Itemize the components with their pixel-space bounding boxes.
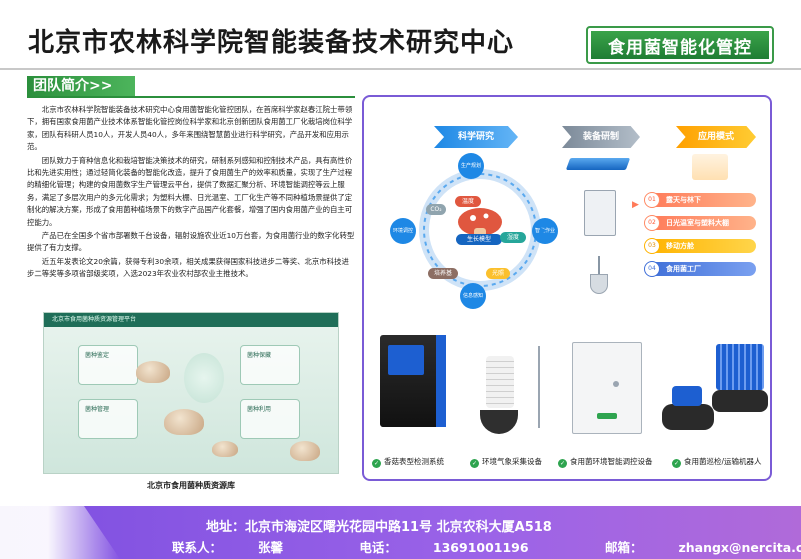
platform-caption: 北京市食用菌种质资源库 <box>147 481 235 490</box>
arrow-right-icon: ▶ <box>632 200 639 210</box>
footer-bar <box>0 506 801 559</box>
factor-light: 光照 <box>486 268 510 279</box>
mushroom-image <box>212 441 238 457</box>
application-mode: 露天与林下 <box>648 193 756 207</box>
header-divider <box>0 68 801 70</box>
factor-substrate: 培养基 <box>428 268 458 279</box>
conveyor-device-icon <box>565 158 631 170</box>
topic-tag: 食用菌智能化管控 <box>586 26 774 64</box>
intro-paragraph: 团队致力于育种信息化和栽培智能决策技术的研究，研制系列感知和控制技术产品，具有高… <box>27 155 353 227</box>
flask-image <box>184 353 224 403</box>
section-underline <box>27 96 355 98</box>
platform-card-label: 菌种管理 <box>85 406 110 413</box>
control-cabinet-image <box>572 342 642 434</box>
address-label: 地址： <box>206 520 246 535</box>
address-value: 北京市海淀区曙光花园中路11号 北京农科大厦A518 <box>245 520 552 535</box>
equipment-label: ✓食用菌环境智能调控设备 <box>558 456 653 468</box>
equipment-name: 食用菌环境智能调控设备 <box>570 457 653 466</box>
application-mode-label: 食用菌工厂 <box>666 265 701 273</box>
contact-label: 联系人： <box>172 540 223 555</box>
check-icon: ✓ <box>372 459 381 468</box>
inspection-robot-body <box>672 386 702 406</box>
application-num: 04 <box>644 261 660 277</box>
camera-dome-icon <box>590 274 608 294</box>
page-title: 北京市农林科学院智能装备技术研究中心 <box>28 28 515 58</box>
sensor-pole-icon <box>598 256 600 274</box>
node-production-plan: 生产规划 <box>458 153 484 179</box>
step-equipment: 装备研制 <box>562 126 640 148</box>
step-application: 应用模式 <box>676 126 756 148</box>
mushroom-spot-icon <box>483 213 489 219</box>
application-num: 01 <box>644 192 660 208</box>
phone-label: 电话： <box>359 540 397 555</box>
weather-station-image <box>486 356 514 408</box>
email-block: 邮箱： zhangx@nercita.org.cn <box>605 540 801 555</box>
topic-tag-label: 食用菌智能化管控 <box>591 31 769 59</box>
platform-card: 菌种保藏 <box>240 345 300 385</box>
factor-humidity: 湿度 <box>500 232 526 243</box>
application-mode-label: 移动方舱 <box>666 242 694 250</box>
node-environment-control: 环境调控 <box>390 218 416 244</box>
email-label: 邮箱： <box>604 540 643 555</box>
footer-contact: 联系人： 张馨 电话： 13691001196 邮箱： zhangx@nercita.… <box>172 537 801 556</box>
equipment-name: 香菇表型检测系统 <box>384 457 444 466</box>
control-cabinet-icon <box>584 190 616 236</box>
growth-model-label: 生长模型 <box>456 234 502 245</box>
intro-paragraph: 北京市农林科学院智能装备技术研究中心食用菌智能化管控团队，在首席科学家赵春江院士… <box>27 105 353 152</box>
platform-card: 菌种利用 <box>240 399 300 439</box>
platform-card-label: 菌种保藏 <box>247 352 272 359</box>
mushroom-image <box>136 361 170 383</box>
phone-block: 电话： 13691001196 <box>359 540 564 555</box>
application-num: 03 <box>644 238 660 254</box>
check-icon: ✓ <box>470 459 479 468</box>
platform-card: 菌种管理 <box>78 399 138 439</box>
application-mode-label: 露天与林下 <box>666 196 701 204</box>
platform-card-label: 菌种利用 <box>247 406 272 413</box>
mushroom-image <box>290 441 320 461</box>
mushroom-cap-icon <box>458 208 502 236</box>
email-value: zhangx@nercita.org.cn <box>678 540 801 555</box>
phone-value: 13691001196 <box>432 540 529 555</box>
footer-address: 地址：北京市海淀区曙光花园中路11号 北京农科大厦A518 <box>206 516 552 535</box>
platform-card-label: 菌种鉴定 <box>85 352 110 359</box>
platform-card: 菌种鉴定 <box>78 345 138 385</box>
transport-robot-image <box>716 344 764 390</box>
section-title: 团队简介>> <box>27 76 135 96</box>
check-icon: ✓ <box>672 459 681 468</box>
factor-co2: CO₂ <box>426 204 446 215</box>
equipment-name: 环境气象采集设备 <box>482 457 542 466</box>
application-mode: 食用菌工厂 <box>648 262 756 276</box>
equipment-label: ✓食用菌巡检/运输机器人 <box>672 456 762 468</box>
transport-robot-track <box>712 390 768 412</box>
application-num: 02 <box>644 215 660 231</box>
contact-value: 张馨 <box>258 540 284 555</box>
smart-agri-icon <box>692 154 728 180</box>
sensor-pole-image <box>538 346 540 428</box>
phenotype-system-image <box>380 335 446 427</box>
platform-header: 北京市食用菌种质资源管理平台 <box>44 313 338 327</box>
check-icon: ✓ <box>558 459 567 468</box>
application-mode: 移动方舱 <box>648 239 756 253</box>
equipment-label: ✓环境气象采集设备 <box>470 456 542 468</box>
inspection-robot-image <box>662 404 714 430</box>
step-research: 科学研究 <box>434 126 518 148</box>
arrow-right-icon: ▶ <box>540 226 547 236</box>
node-smart-operation: 智能作业 <box>532 218 558 244</box>
equipment-name: 食用菌巡检/运输机器人 <box>684 457 762 466</box>
mushroom-image <box>164 409 204 435</box>
platform-screenshot: 北京市食用菌种质资源管理平台 菌种鉴定 菌种管理 菌种保藏 菌种利用 <box>43 312 339 474</box>
node-info-sensing: 信息感知 <box>460 283 486 309</box>
factor-temperature: 温度 <box>455 196 481 207</box>
intro-paragraph: 产品已在全国多个省市部署数千台设备，辐射设施农业近10万台套，为食用菌行业的数字… <box>27 231 355 253</box>
intro-text: 北京市农林科学院智能装备技术研究中心食用菌智能化管控团队，在首席科学家赵春江院士… <box>27 104 355 282</box>
application-mode: 日光温室与塑料大棚 <box>648 216 756 230</box>
intro-paragraph: 近五年发表论文20余篇，获得专利30余项，相关成果获得国家科技进步二等奖、北京市… <box>27 256 349 279</box>
contact-block: 联系人： 张馨 <box>172 540 319 555</box>
mushroom-spot-icon <box>470 215 476 221</box>
equipment-label: ✓香菇表型检测系统 <box>372 456 444 468</box>
application-mode-label: 日光温室与塑料大棚 <box>666 219 729 227</box>
